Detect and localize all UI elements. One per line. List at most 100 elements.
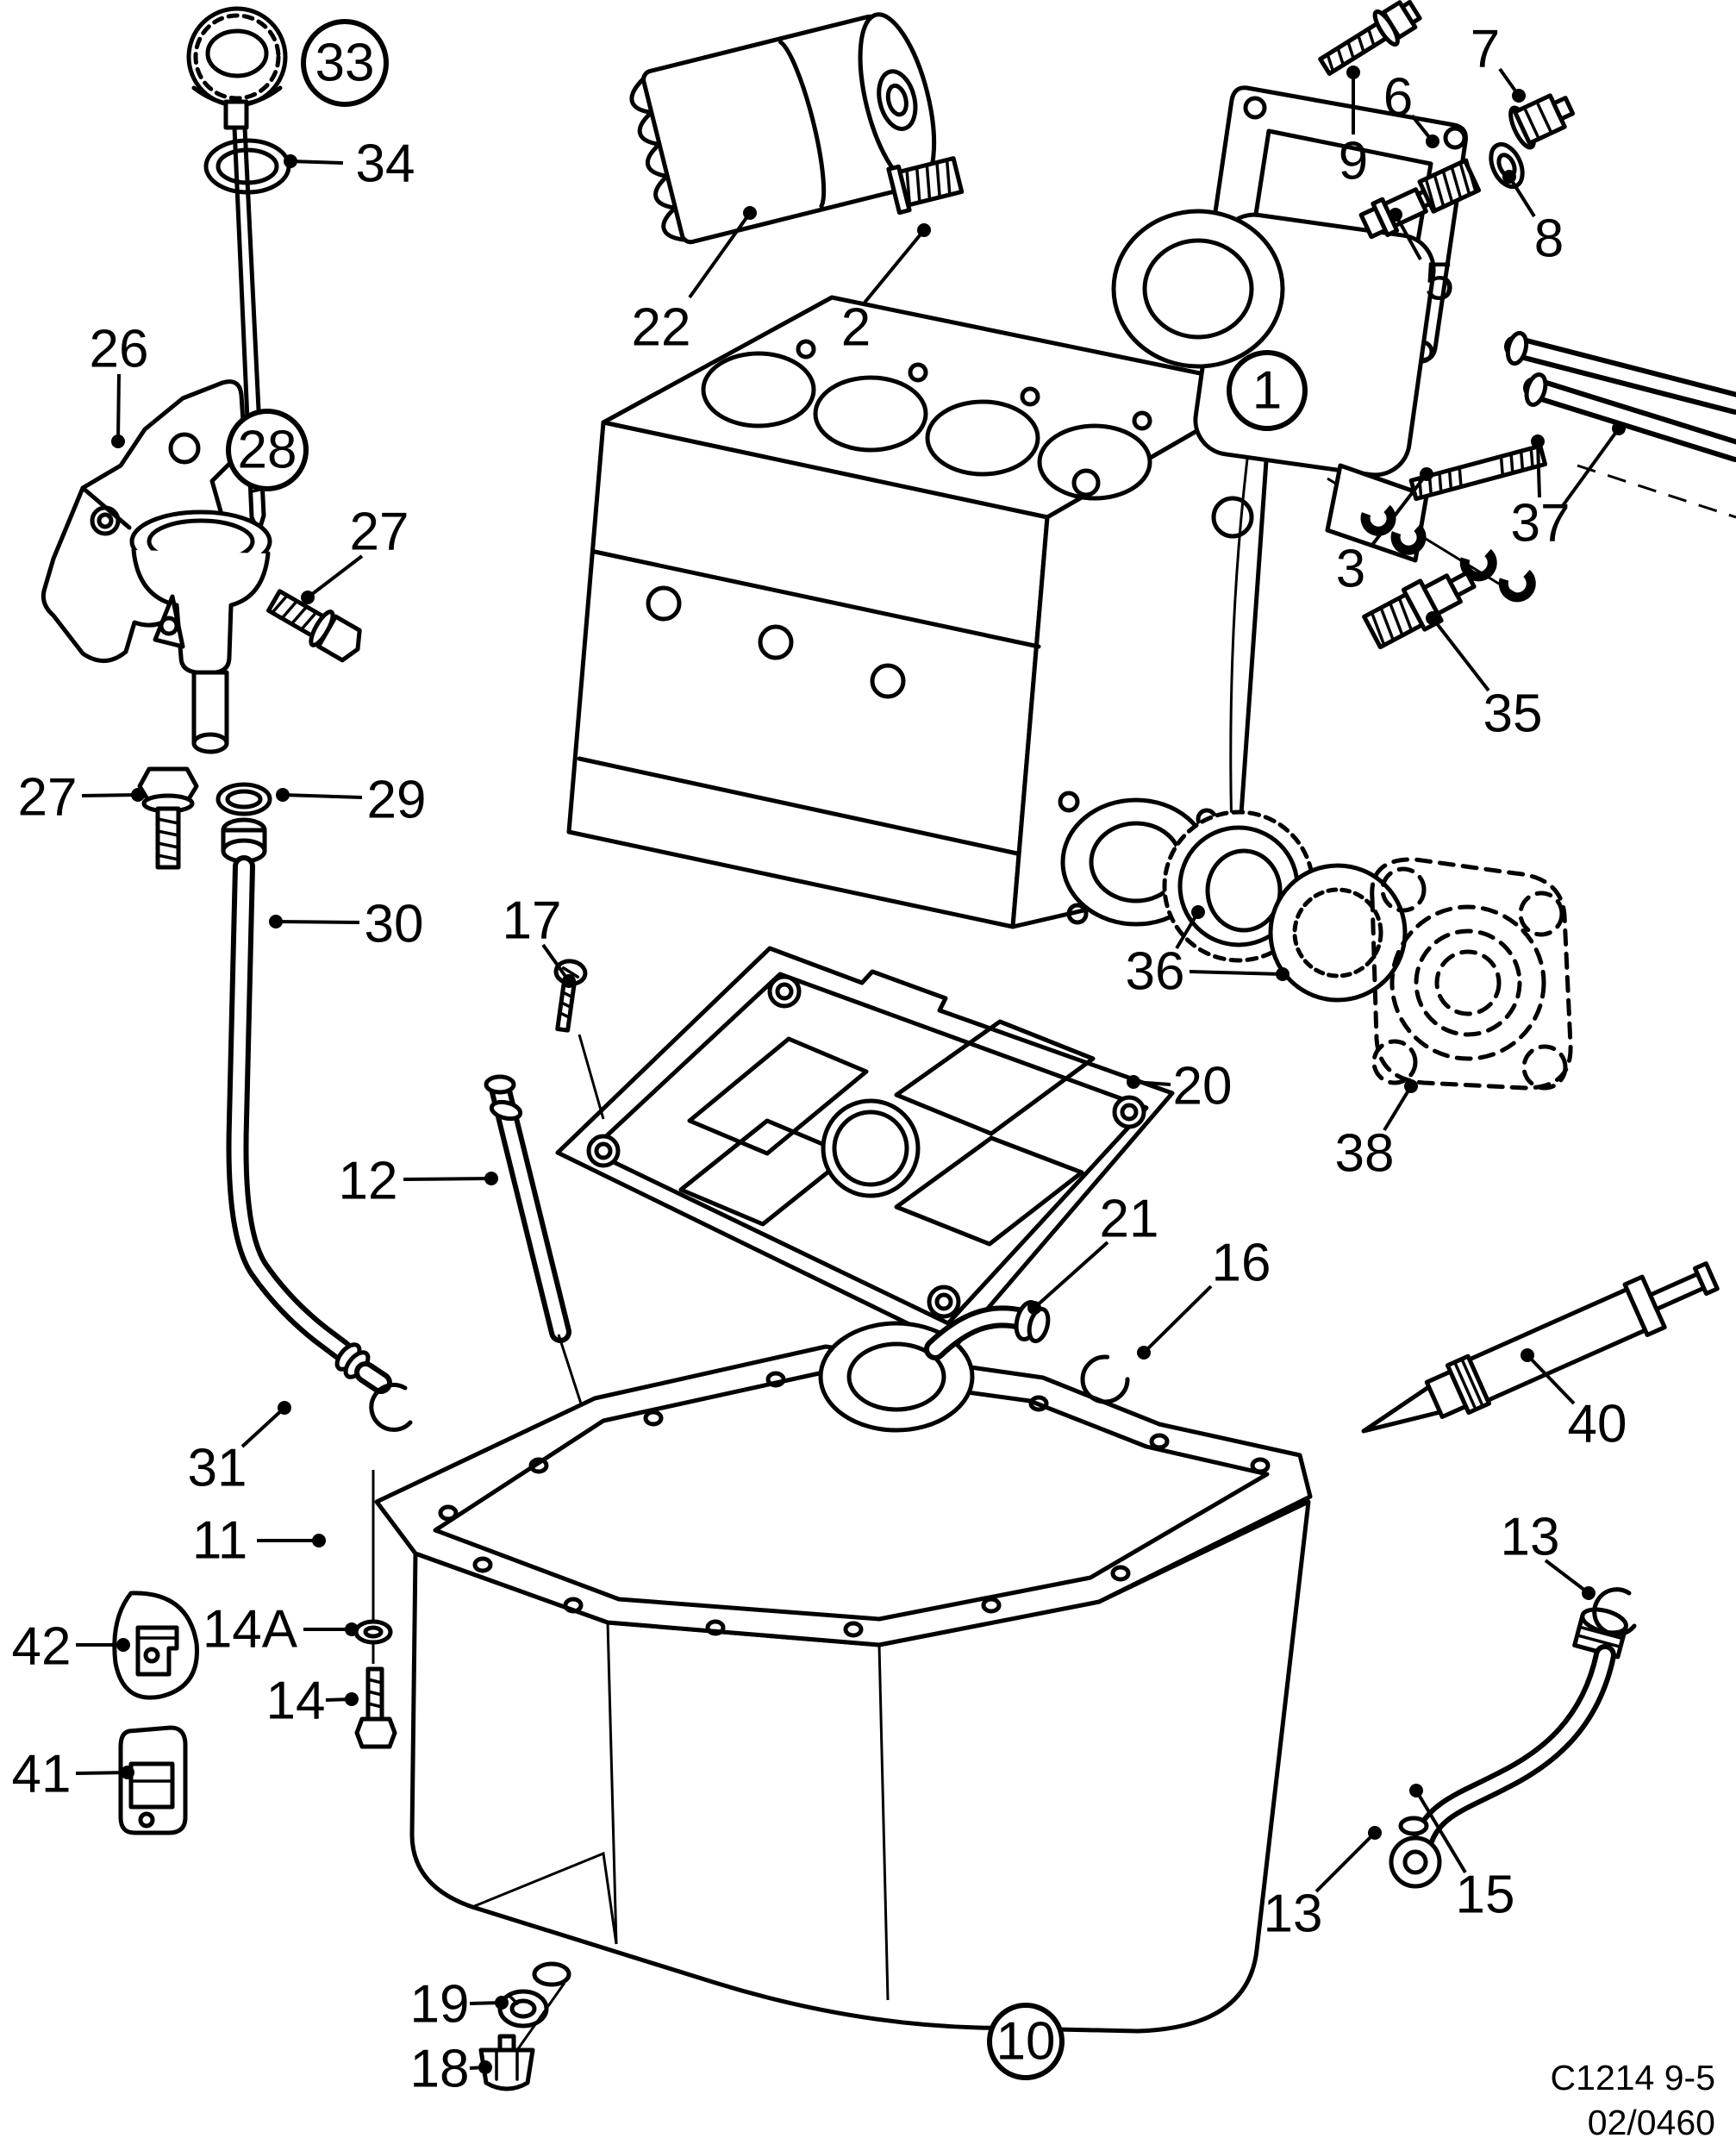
leader-line-27 <box>81 793 139 797</box>
leader-dot-41 <box>121 1766 134 1779</box>
leader-line-13 <box>1544 1559 1590 1595</box>
leader-dot-20 <box>1127 1075 1140 1089</box>
drain-plug-drawing <box>478 2034 535 2091</box>
sealant-syringe-drawing <box>1361 1261 1720 1434</box>
leader-dot-27 <box>301 591 315 604</box>
leader-line-27 <box>306 554 364 599</box>
leader-dot-18 <box>478 2060 492 2074</box>
leader-dot-31 <box>278 1401 291 1415</box>
filler-oring-drawing <box>215 782 272 816</box>
callout-number-13: 13 <box>1501 1508 1560 1567</box>
callout-number-28: 28 <box>238 421 297 480</box>
callout-number-3: 3 <box>1336 540 1365 599</box>
callout-31: 31 <box>188 1401 291 1498</box>
leader-dot-29 <box>276 788 290 802</box>
callout-number-34: 34 <box>356 134 415 194</box>
crank-flange-drawing <box>1370 857 1573 1091</box>
leader-line-31 <box>240 1406 286 1448</box>
filler-snap-ring-drawing <box>369 1382 413 1432</box>
leader-dot-37 <box>1531 434 1545 448</box>
leader-line-13 <box>1314 1831 1377 1893</box>
callout-number-16: 16 <box>1212 1234 1271 1293</box>
callout-number-10: 10 <box>996 2012 1056 2072</box>
callout-number-26: 26 <box>90 320 149 379</box>
callout-number-27: 27 <box>350 503 409 562</box>
callout-number-18: 18 <box>410 2040 470 2099</box>
callout-36: 36 <box>1126 905 1290 1002</box>
callout-15: 15 <box>1409 1784 1514 1925</box>
callout-number-9: 9 <box>1339 132 1368 191</box>
leader-dot-17 <box>562 974 576 988</box>
leader-line-2 <box>863 228 926 304</box>
callout-29: 29 <box>276 771 426 830</box>
clip-42-drawing <box>112 1591 199 1700</box>
leader-dot-15 <box>1409 1784 1423 1797</box>
callout-number-33: 33 <box>315 34 375 93</box>
leader-line-8 <box>1508 175 1536 218</box>
callout-19: 19 <box>410 1975 509 2035</box>
callout-balloon-10 <box>987 2003 1065 2080</box>
relief-valve-plug-drawing <box>1508 93 1576 150</box>
callout-balloon-33 <box>301 19 389 107</box>
leader-line-17 <box>541 943 571 983</box>
callout-33: 33 <box>301 19 389 107</box>
pump-bolt-drawing <box>1318 0 1422 76</box>
callout-number-31: 31 <box>188 1439 247 1498</box>
oil-pan-drawing <box>372 1344 1313 2051</box>
callout-7: 7 <box>1471 20 1526 103</box>
oil-return-pipe-drawing <box>1389 1587 1637 1889</box>
callout-34: 34 <box>284 134 415 194</box>
baffle-bolt-drawing <box>553 959 605 1120</box>
callout-26: 26 <box>90 320 149 448</box>
callout-6: 6 <box>1383 68 1439 148</box>
oil-pump-drawing <box>1111 85 1536 603</box>
callout-1: 1 <box>1227 350 1308 431</box>
callout-number-5: 5 <box>1425 253 1454 312</box>
leader-line-41 <box>75 1771 128 1775</box>
leader-line-37 <box>1560 427 1620 509</box>
relief-valve-washer-drawing <box>1489 141 1525 190</box>
pickup-oring-drawing <box>1080 1354 1130 1404</box>
oil-filler-cap-drawing <box>186 6 288 130</box>
filler-funnel-drawing <box>129 509 272 754</box>
callout-27: 27 <box>18 768 145 828</box>
callout-number-1: 1 <box>1252 361 1282 421</box>
callout-5: 5 <box>1389 208 1454 312</box>
callout-number-41: 41 <box>12 1745 72 1804</box>
callout-number-40: 40 <box>1568 1395 1627 1454</box>
callout-9: 9 <box>1339 66 1368 191</box>
oil-filter-drawing <box>629 12 937 245</box>
callout-number-12: 12 <box>339 1152 398 1211</box>
callout-10: 10 <box>987 2003 1065 2080</box>
callout-12: 12 <box>339 1152 498 1211</box>
clip-41-drawing <box>118 1725 188 1835</box>
callout-27: 27 <box>301 503 409 604</box>
callout-number-6: 6 <box>1383 68 1413 128</box>
oil-sensor-drawing <box>1362 570 1477 650</box>
oil-pickup-drawing <box>818 1300 1051 1433</box>
callout-number-13: 13 <box>1264 1885 1323 1944</box>
callout-30: 30 <box>269 895 423 954</box>
leader-dot-30 <box>269 915 283 928</box>
callout-number-19: 19 <box>410 1975 470 2035</box>
leader-dot-36 <box>1191 905 1205 919</box>
crank-sprocket-drawing <box>1162 810 1408 1003</box>
callout-number-29: 29 <box>367 771 427 830</box>
callout-40: 40 <box>1521 1348 1627 1454</box>
leader-dot-13 <box>1368 1826 1382 1840</box>
leader-dot-42 <box>116 1638 130 1652</box>
flange-bolt-lower-drawing <box>137 766 199 870</box>
callout-balloon-28 <box>226 409 309 491</box>
leader-line-26 <box>116 373 121 442</box>
leader-line-12 <box>403 1177 492 1181</box>
leader-line-29 <box>282 793 363 799</box>
leader-line-21 <box>1033 1241 1109 1310</box>
leader-dot-27 <box>131 788 145 802</box>
callout-13: 13 <box>1264 1826 1382 1944</box>
oil-pipes-drawing <box>1504 330 1736 519</box>
leader-dot-13 <box>1582 1586 1595 1600</box>
callout-balloon-1 <box>1227 350 1308 431</box>
